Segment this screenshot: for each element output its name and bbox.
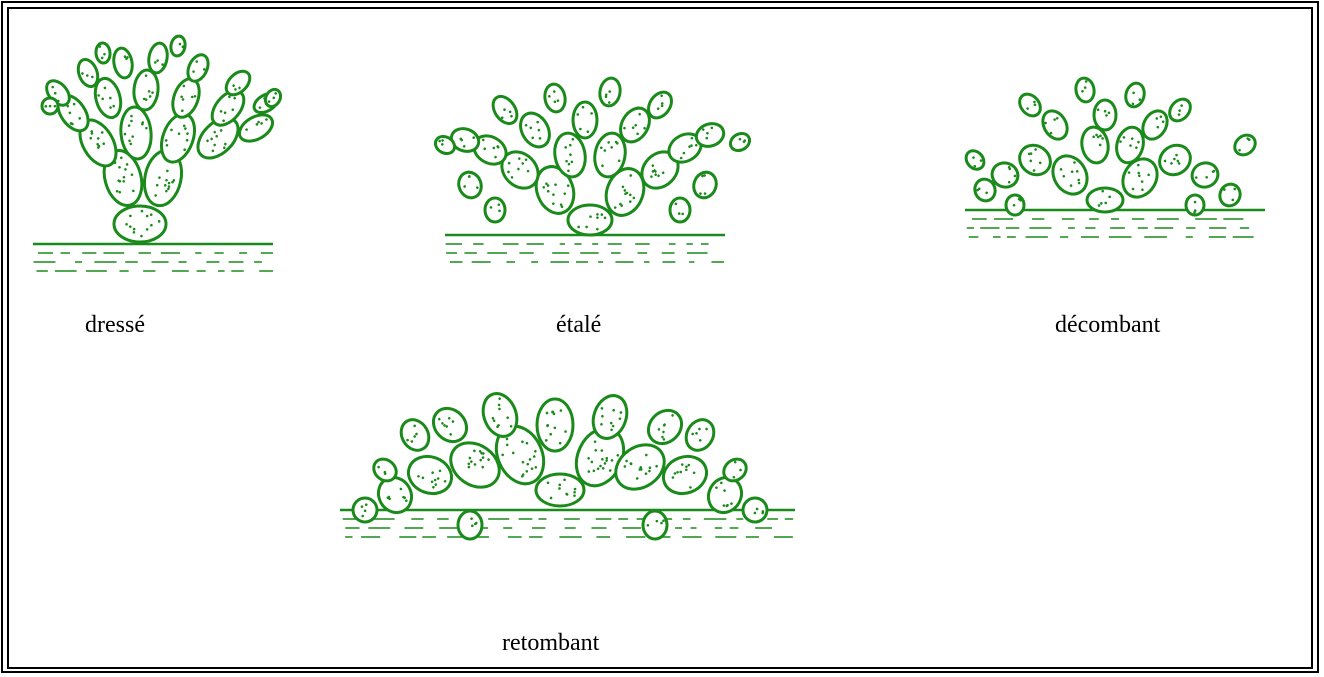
cactus-pad <box>973 177 997 203</box>
cactus-pad <box>535 397 575 453</box>
cactus-pad <box>483 196 507 224</box>
cactus-pad <box>1018 92 1042 118</box>
cactus-pad <box>641 509 669 541</box>
cactus-pad <box>431 406 469 444</box>
cactus-pad <box>481 392 519 438</box>
cactus-pad <box>112 46 134 80</box>
cactus-pad <box>94 41 112 65</box>
cactus-pad <box>160 112 196 164</box>
cactus-pad <box>990 161 1020 189</box>
cactus-pad <box>93 76 123 120</box>
figure-inner-border <box>7 7 1313 669</box>
cactus-decombant-illustration <box>955 60 1275 260</box>
base-pad <box>566 203 614 237</box>
base-pad <box>534 472 586 508</box>
cactus-pad <box>591 394 629 440</box>
cactus-pad <box>263 87 283 109</box>
cactus-pad <box>1115 125 1145 165</box>
cactus-pad <box>147 41 169 75</box>
cactus-pad <box>1124 81 1146 109</box>
ground-dresse <box>33 242 273 272</box>
cactus-pad <box>76 57 100 89</box>
base-pad <box>1085 186 1125 214</box>
cactus-pad <box>372 457 398 483</box>
cactus-pad <box>543 82 567 114</box>
cactus-pad <box>456 509 484 541</box>
cactus-pad <box>571 100 599 140</box>
cactus-pad <box>534 165 576 215</box>
cactus-pad <box>1158 143 1192 177</box>
cactus-pad <box>1233 133 1257 157</box>
trunk-pad <box>112 204 168 244</box>
cactus-pad <box>237 113 275 143</box>
cactus-pad <box>604 167 646 217</box>
cactus-pad <box>647 90 673 120</box>
cactus-pad <box>593 131 627 179</box>
cactus-pad <box>553 131 587 179</box>
cactus-pad <box>614 443 666 491</box>
label-decombant: décombant <box>1055 312 1161 338</box>
cactus-pad <box>1121 157 1159 199</box>
cactus-pad <box>661 454 709 496</box>
cactus-pad <box>40 96 60 116</box>
cactus-pad <box>491 94 519 126</box>
cactus-pad <box>132 68 160 112</box>
cactus-pad <box>169 34 187 58</box>
cactus-pad <box>449 441 501 489</box>
cactus-pad <box>1190 161 1220 189</box>
cactus-pad <box>692 170 718 200</box>
cactus-pad <box>186 53 210 83</box>
cactus-pad <box>1218 182 1242 208</box>
cactus-pad <box>224 69 252 97</box>
cactus-pad <box>171 77 201 119</box>
cactus-pad <box>519 111 551 149</box>
ground-etale <box>445 233 725 263</box>
cactus-retombant-illustration <box>335 375 805 585</box>
cactus-dresse-illustration <box>28 28 298 278</box>
cactus-pad <box>1092 98 1118 132</box>
cactus-pad <box>399 418 431 452</box>
cactus-pad <box>457 170 483 200</box>
cactus-pad <box>119 105 153 161</box>
cactus-pad <box>1080 125 1110 165</box>
cactus-pad <box>1168 97 1192 123</box>
cactus-pad <box>694 122 726 148</box>
cactus-pad <box>684 418 716 452</box>
label-dresse: dressé <box>85 312 145 338</box>
cactus-pad <box>351 496 379 524</box>
cactus-pad <box>598 76 622 108</box>
cactus-pad <box>433 134 457 156</box>
cactus-pad <box>741 496 769 524</box>
cactus-pad <box>1051 154 1089 196</box>
cactus-pad <box>78 118 118 168</box>
cactus-pad <box>1074 76 1096 104</box>
cactus-pad <box>1141 109 1169 141</box>
cactus-pad <box>646 408 684 446</box>
cactus-pad <box>1004 193 1026 217</box>
cactus-pad <box>619 106 651 144</box>
cactus-pad <box>196 116 240 160</box>
cactus-pad <box>640 150 680 190</box>
label-etale: étalé <box>556 312 602 338</box>
label-retombant: retombant <box>502 630 600 656</box>
cactus-pad <box>1184 193 1206 217</box>
cactus-pad <box>1041 109 1069 141</box>
cactus-pad <box>728 131 752 153</box>
cactus-pad <box>406 454 454 496</box>
cactus-pad <box>964 149 986 171</box>
ground-retombant <box>340 508 795 538</box>
cactus-pad <box>722 457 748 483</box>
cactus-pad <box>449 127 481 153</box>
cactus-pad <box>668 196 692 224</box>
cactus-etale-illustration <box>425 70 775 270</box>
cactus-pad <box>1018 143 1052 177</box>
cactus-pad <box>102 149 144 207</box>
